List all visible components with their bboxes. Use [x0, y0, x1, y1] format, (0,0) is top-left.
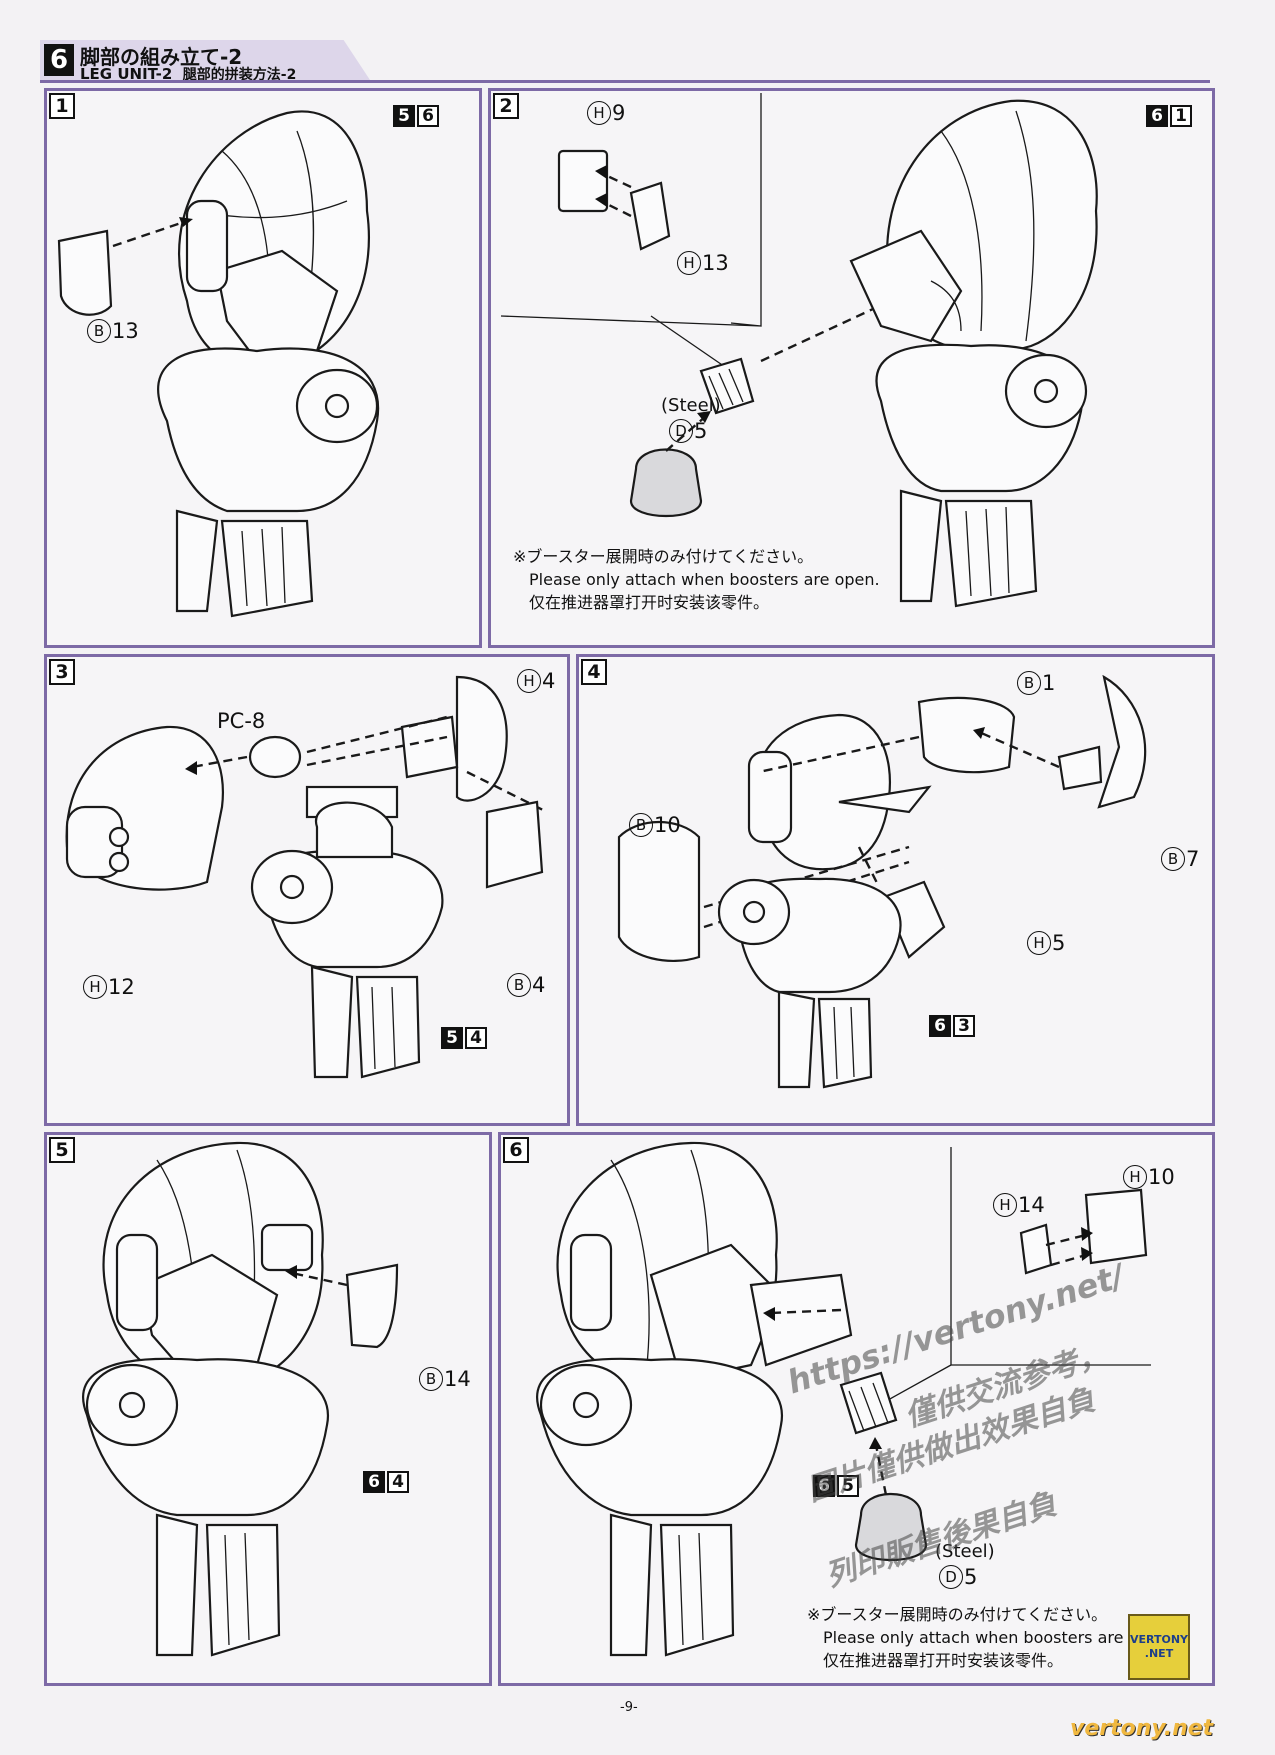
step-number: 1	[49, 93, 75, 119]
booster-note: ※ブースター展開時のみ付けてください。 Please only attach w…	[807, 1605, 1174, 1670]
step-number: 4	[581, 659, 607, 685]
leg-unit-drawing	[57, 110, 380, 618]
step-number: 5	[49, 1137, 75, 1163]
thigh-armor-drawing	[617, 674, 1147, 1089]
booster-assembly-drawing	[536, 1141, 1151, 1657]
material-steel: (Steel)	[935, 1541, 995, 1562]
page-number: -9-	[620, 1700, 638, 1715]
pc-8-label: PC-8	[217, 709, 266, 733]
header-rule	[40, 80, 1210, 83]
leg-unit-drawing	[82, 1141, 399, 1657]
step-number: 6	[503, 1137, 529, 1163]
section-number: 6	[44, 44, 74, 76]
step-number: 3	[49, 659, 75, 685]
footer-watermark: vertony.net	[1070, 1716, 1214, 1741]
booster-assembly-drawing	[500, 93, 1098, 608]
booster-note: ※ブースター展開時のみ付けてください。 Please only attach w…	[513, 547, 880, 612]
step-number: 2	[493, 93, 519, 119]
knee-joint-drawing	[65, 675, 548, 1079]
header-tab	[40, 40, 370, 80]
vertony-logo: VERTONY .NET	[1128, 1614, 1190, 1680]
section-title-en: LEG UNIT-2 腿部的拼装方法-2	[80, 65, 297, 83]
material-steel: (Steel)	[661, 395, 721, 416]
section-title-ja: 脚部の組み立て-2	[80, 45, 243, 69]
